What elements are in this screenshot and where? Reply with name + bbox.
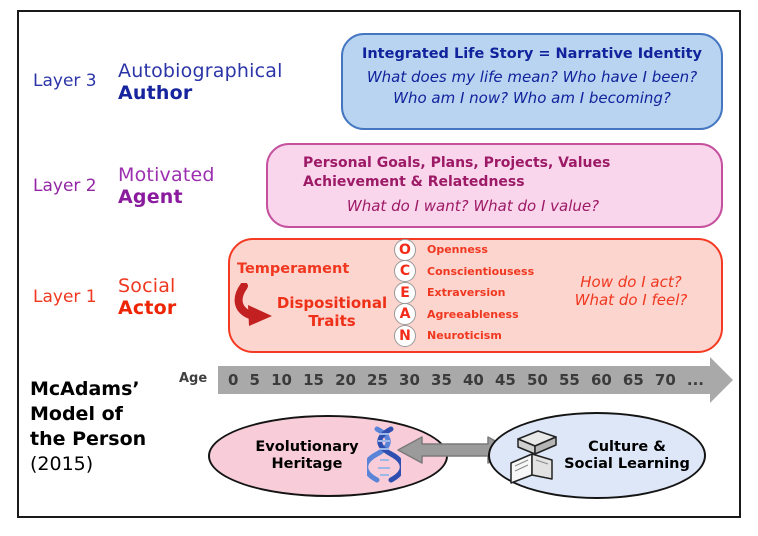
layer2-name: Motivated Agent: [118, 164, 215, 208]
narrative-identity-box: Integrated Life Story = Narrative Identi…: [341, 33, 723, 130]
ocean-letter-e: E: [394, 281, 416, 304]
ocean-row-conscientiousness: C Conscientiousess: [394, 260, 535, 283]
age-tick: 50: [526, 371, 548, 389]
ocean-trait-neuroticism: Neuroticism: [427, 329, 502, 343]
layer3-question-line1: What does my life mean? Who have I been?: [366, 68, 698, 86]
layer2-name-line2: Agent: [118, 186, 183, 208]
ocean-letter-c: C: [394, 260, 416, 283]
ocean-trait-agreeableness: Agreeableness: [427, 307, 519, 321]
age-tick: 55: [558, 371, 580, 389]
layer3-label: Layer 3: [33, 71, 97, 91]
layer3-question-line2: Who am I now? Who am I becoming?: [393, 89, 671, 107]
model-caption: McAdams’ Model of the Person (2015): [30, 377, 146, 477]
age-tick: 45: [494, 371, 516, 389]
ocean-trait-conscientiousness: Conscientiousess: [427, 264, 535, 278]
age-tick: 15: [303, 371, 324, 389]
goals-values-box: Personal Goals, Plans, Projects, Values …: [266, 143, 723, 228]
dispositional-line2: Traits: [308, 312, 356, 330]
ocean-trait-extraversion: Extraversion: [427, 286, 506, 300]
layer1-name-line1: Social: [118, 275, 176, 297]
heritage-line1: Evolutionary: [255, 439, 359, 455]
ocean-letter-n: N: [394, 324, 416, 347]
layer2-name-line1: Motivated: [118, 164, 215, 186]
caption-line1: McAdams’: [30, 378, 140, 400]
caption-line2: Model of: [30, 403, 123, 425]
age-tick: 65: [622, 371, 644, 389]
layer1-name: Social Actor: [118, 275, 176, 319]
age-tick: 10: [271, 371, 292, 389]
ocean-row-neuroticism: N Neuroticism: [394, 324, 534, 347]
temperament-label: Temperament: [237, 261, 350, 277]
age-tick: 30: [399, 371, 420, 389]
dispositional-line1: Dispositional: [276, 294, 388, 312]
age-tick: 5: [249, 371, 260, 389]
age-axis-arrowhead-icon: [710, 357, 733, 403]
age-tick: 35: [431, 371, 452, 389]
age-tick: 0: [228, 371, 239, 389]
culture-line2: Social Learning: [564, 455, 690, 472]
books-icon: [510, 429, 557, 484]
dispositional-traits-label: Dispositional Traits: [272, 294, 392, 330]
layer3-name-line1: Autobiographical: [118, 60, 283, 82]
ocean-trait-openness: Openness: [427, 243, 488, 257]
layer1-question-line2: What do I feel?: [574, 291, 688, 309]
heritage-line2: Heritage: [271, 456, 343, 472]
culture-social-learning-label: Culture & Social Learning: [560, 439, 694, 473]
layer1-label: Layer 1: [33, 287, 97, 307]
age-tick: ...: [686, 371, 704, 389]
layer1-question-line1: How do I act?: [580, 273, 682, 291]
ocean-letter-a: A: [394, 303, 416, 326]
ocean-row-openness: O Openness: [394, 238, 534, 261]
dna-icon: [366, 426, 401, 483]
age-axis-bar: 0 5 10 15 20 25 30 35 40 45 50 55 60 65 …: [218, 366, 710, 394]
ocean-letter-o: O: [394, 238, 416, 261]
age-tick: 40: [463, 371, 484, 389]
temperament-to-traits-arrow-icon: [234, 283, 272, 326]
culture-social-learning-ellipse: Culture & Social Learning: [488, 412, 706, 499]
narrative-identity-title: Integrated Life Story = Narrative Identi…: [361, 46, 703, 62]
goals-title-line2: Achievement & Relatedness: [303, 174, 525, 190]
age-tick: 60: [590, 371, 612, 389]
layer3-name-line2: Author: [118, 82, 193, 104]
evolutionary-heritage-label: Evolutionary Heritage: [255, 439, 358, 473]
layer2-label: Layer 2: [33, 176, 97, 196]
age-axis-label: Age: [179, 371, 208, 386]
layer1-questions: How do I act? What do I feel?: [553, 273, 709, 309]
ocean-traits-list: O Openness C Conscientiousess E Extraver…: [394, 238, 535, 347]
ocean-row-agreeableness: A Agreeableness: [394, 303, 534, 326]
ocean-row-extraversion: E Extraversion: [394, 281, 534, 304]
age-tick: 20: [335, 371, 356, 389]
goals-title-line1: Personal Goals, Plans, Projects, Values: [303, 155, 611, 171]
age-tick: 25: [367, 371, 388, 389]
layer3-questions: What does my life mean? Who have I been?…: [343, 67, 721, 109]
culture-line1: Culture &: [588, 438, 666, 455]
caption-line3: the Person: [30, 428, 147, 450]
caption-line4: (2015): [30, 453, 94, 475]
layer3-name: Autobiographical Author: [118, 60, 283, 104]
layer1-name-line2: Actor: [118, 297, 177, 319]
age-tick: 70: [654, 371, 676, 389]
traits-box: [228, 238, 723, 353]
layer2-question: What do I want? What do I value?: [346, 197, 600, 215]
